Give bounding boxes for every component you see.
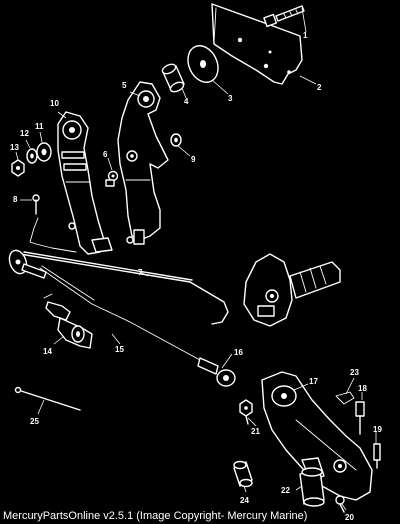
callout-9: 9 bbox=[191, 155, 196, 164]
part-16-rod-end bbox=[197, 357, 236, 387]
callout-5: 5 bbox=[122, 81, 127, 90]
link-rod-frame bbox=[29, 217, 134, 253]
part-25-pin bbox=[14, 386, 81, 411]
callout-8: 8 bbox=[13, 195, 18, 204]
part-9-washer bbox=[170, 133, 182, 147]
callout-labels: 1 2 3 4 5 6 7 8 9 10 11 12 13 14 15 16 1… bbox=[10, 31, 382, 522]
callout-2: 2 bbox=[317, 83, 322, 92]
part-19-bolt bbox=[373, 443, 381, 469]
part-23-clip bbox=[335, 391, 355, 405]
throttle-handle bbox=[243, 253, 341, 327]
part-14-fitting bbox=[43, 293, 93, 349]
part-21-screw bbox=[239, 399, 253, 425]
callout-14: 14 bbox=[43, 347, 52, 356]
part-5-lever bbox=[117, 81, 169, 245]
callout-1: 1 bbox=[303, 31, 308, 40]
part-18-pin bbox=[355, 401, 365, 435]
part-22-grommet bbox=[299, 467, 325, 507]
part-3-washer bbox=[187, 45, 219, 83]
callout-17: 17 bbox=[309, 377, 318, 386]
callout-22: 22 bbox=[281, 486, 290, 495]
callout-4: 4 bbox=[184, 97, 189, 106]
part-6-screw bbox=[105, 170, 119, 187]
callout-20: 20 bbox=[345, 513, 354, 522]
leader-lines bbox=[15, 7, 377, 511]
callout-25: 25 bbox=[30, 417, 39, 426]
callout-7: 7 bbox=[138, 268, 143, 277]
part-13-nut bbox=[11, 159, 25, 177]
callout-3: 3 bbox=[228, 94, 233, 103]
copyright-caption: MercuryPartsOnline v2.5.1 (Image Copyrig… bbox=[3, 510, 308, 522]
callout-16: 16 bbox=[234, 348, 243, 357]
part-24-bushing bbox=[233, 460, 253, 488]
callout-21: 21 bbox=[251, 427, 260, 436]
part-7-rod bbox=[19, 251, 229, 325]
part-4-bushing bbox=[161, 63, 185, 93]
part-2-bracket bbox=[211, 3, 303, 85]
part-1-bolt bbox=[263, 5, 305, 28]
callout-23: 23 bbox=[350, 368, 359, 377]
part-20-screw bbox=[335, 495, 345, 513]
callout-18: 18 bbox=[358, 384, 367, 393]
callout-24: 24 bbox=[240, 496, 249, 505]
part-8-stud bbox=[32, 194, 40, 215]
callout-15: 15 bbox=[115, 345, 124, 354]
part-10-cam-lever bbox=[57, 111, 113, 255]
callout-19: 19 bbox=[373, 425, 382, 434]
callout-10: 10 bbox=[50, 99, 59, 108]
callout-11: 11 bbox=[35, 122, 44, 131]
callout-6: 6 bbox=[103, 150, 108, 159]
part-12-washer bbox=[26, 148, 38, 164]
callout-13: 13 bbox=[10, 143, 19, 152]
part-11-washer bbox=[36, 142, 52, 162]
rod-end bbox=[8, 249, 47, 279]
callout-12: 12 bbox=[20, 129, 29, 138]
